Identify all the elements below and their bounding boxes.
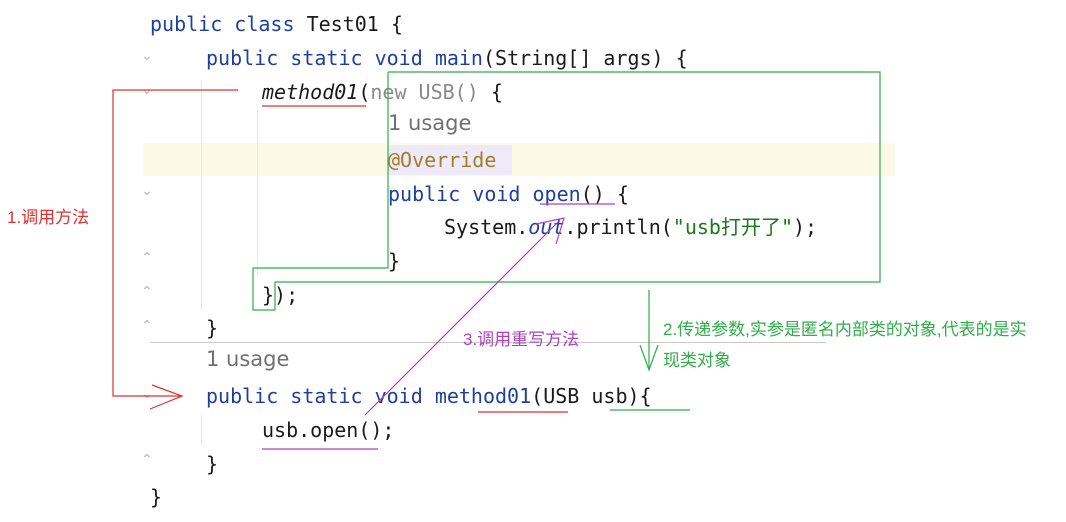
- code-line-2[interactable]: public static void main(String[] args) {: [206, 46, 688, 70]
- anonymous-class-box: [252, 71, 881, 411]
- brace: }: [262, 283, 275, 307]
- fold-marker-icon[interactable]: ⌃: [141, 250, 153, 266]
- fold-marker-icon[interactable]: ⌄: [141, 183, 153, 199]
- brace: {: [490, 80, 503, 104]
- code-line-9[interactable]: });: [262, 283, 298, 307]
- brace: {: [675, 46, 688, 70]
- method-call: method01: [262, 80, 359, 104]
- current-line-highlight: [143, 143, 895, 176]
- usage-hint[interactable]: 1 usage: [388, 111, 472, 135]
- code-line-5[interactable]: @Override: [388, 148, 496, 172]
- keyword: static: [290, 384, 363, 408]
- annotation: @Override: [388, 148, 497, 172]
- param-name: usb: [591, 384, 628, 408]
- keyword: public: [206, 46, 279, 70]
- params: (): [580, 182, 605, 206]
- code-line-13[interactable]: usb.open();: [262, 418, 394, 442]
- brace: }: [150, 485, 163, 509]
- string-literal: "usb打开了": [672, 215, 794, 239]
- code-line-15[interactable]: }: [150, 485, 162, 509]
- paren: (: [531, 384, 544, 408]
- params: (String[] args): [482, 46, 664, 70]
- keyword: void: [472, 182, 521, 206]
- code-line-14[interactable]: }: [206, 452, 218, 476]
- class-ref: USB(): [418, 80, 479, 104]
- keyword: public: [388, 182, 461, 206]
- statement-end: );: [274, 283, 299, 307]
- label-pass-argument-2: 现类对象: [663, 351, 731, 370]
- paren-brace: ){: [627, 384, 652, 408]
- brace: {: [616, 182, 629, 206]
- indent-guide: [257, 110, 258, 275]
- keyword: public: [150, 12, 223, 36]
- code-line-10[interactable]: }: [206, 316, 218, 340]
- keyword: class: [234, 12, 295, 36]
- println-call: .println(: [564, 215, 673, 239]
- label-pass-argument-1: 2.传递参数,实参是匿名内部类的对象,代表的是实: [663, 320, 1027, 339]
- annotation-highlight: [388, 145, 512, 175]
- brace: }: [206, 452, 219, 476]
- statement: usb.open();: [262, 418, 395, 442]
- statement-end: );: [793, 215, 818, 239]
- fold-marker-icon[interactable]: ⌃: [141, 452, 153, 468]
- indent-guide: [201, 415, 202, 445]
- system-class: System.: [444, 215, 529, 239]
- method-name: open: [532, 182, 581, 206]
- fold-marker-icon[interactable]: ⌄: [141, 386, 153, 402]
- code-line-8[interactable]: }: [388, 249, 400, 273]
- param-type: USB: [543, 384, 580, 408]
- call-override-arrow: [262, 203, 615, 450]
- code-line-7[interactable]: System.out.println("usb打开了");: [444, 215, 817, 239]
- paren: (: [358, 80, 371, 104]
- code-line-1[interactable]: public class Test01 {: [150, 12, 403, 36]
- class-name: Test01: [306, 12, 379, 36]
- method-name: method01: [434, 384, 532, 408]
- brace: {: [390, 12, 403, 36]
- keyword: void: [374, 384, 423, 408]
- fold-marker-icon[interactable]: ⌃: [141, 318, 153, 334]
- label-call-override: 3.调用重写方法: [463, 330, 580, 349]
- usage-hint[interactable]: 1 usage: [206, 347, 290, 371]
- brace: }: [206, 316, 219, 340]
- keyword: static: [290, 46, 363, 70]
- code-line-12[interactable]: public static void method01(USB usb){: [206, 384, 652, 408]
- method-separator: [150, 342, 826, 343]
- fold-marker-icon[interactable]: ⌄: [141, 48, 153, 64]
- brace: }: [388, 249, 401, 273]
- keyword: public: [206, 384, 279, 408]
- code-line-6[interactable]: public void open() {: [388, 182, 629, 206]
- method-name: main: [434, 46, 483, 70]
- label-call-method: 1.调用方法: [7, 208, 90, 227]
- keyword: void: [374, 46, 423, 70]
- call-method-arrow: [112, 89, 568, 413]
- fold-marker-icon[interactable]: ⌃: [141, 284, 153, 300]
- indent-guide: [201, 80, 202, 310]
